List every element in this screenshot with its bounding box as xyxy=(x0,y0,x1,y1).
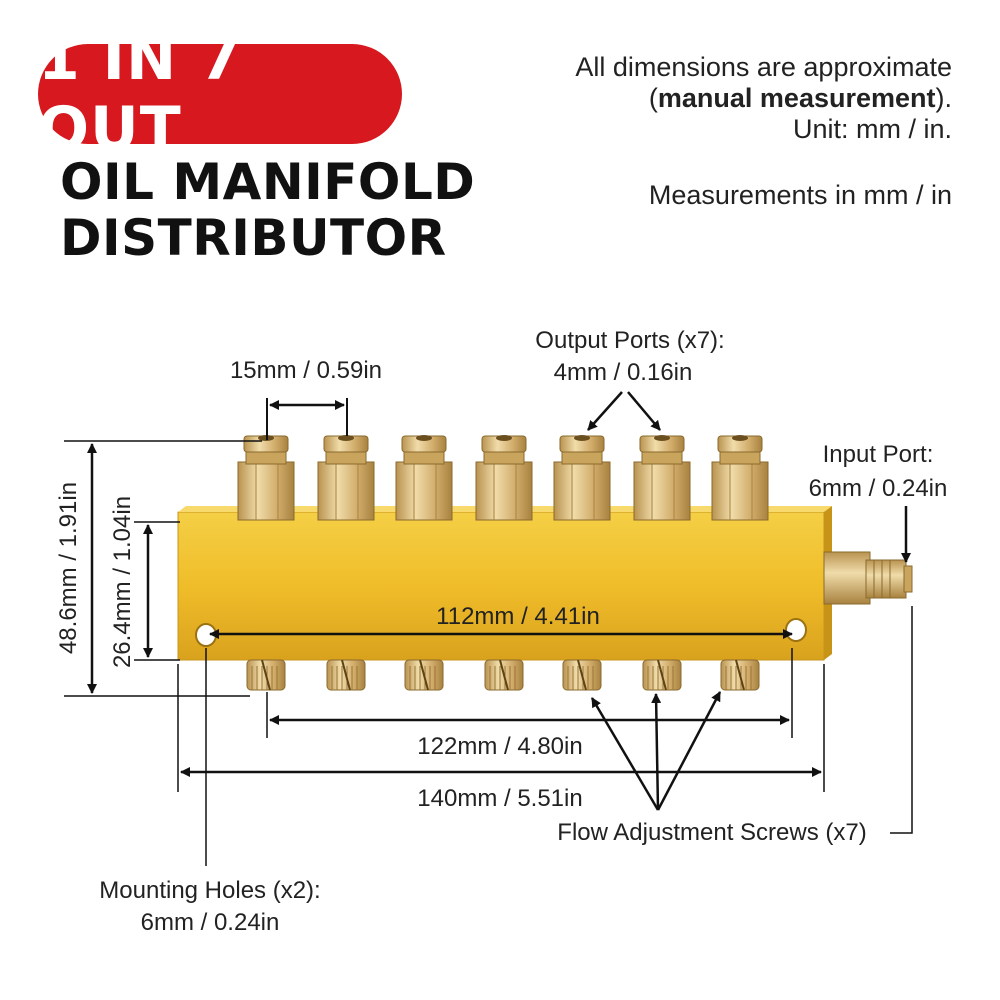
mounting-holes-size: 6mm / 0.24in xyxy=(141,909,280,936)
note-paren-open: ( xyxy=(648,83,658,113)
title-line-2: DISTRIBUTOR xyxy=(60,209,447,267)
mounting-holes-callout: Mounting Holes (x2): 6mm / 0.24in xyxy=(99,648,321,936)
output-port-fitting-2 xyxy=(317,435,375,521)
note-line-2: (manual measurement). xyxy=(575,83,952,114)
output-ports-callout: Output Ports (x7): 4mm / 0.16in xyxy=(535,327,725,431)
title-badge: 1 IN 7 OUT xyxy=(38,24,402,164)
input-port-fitting xyxy=(823,551,913,605)
flow-screw-5 xyxy=(562,659,602,691)
flow-screw-1 xyxy=(246,659,286,691)
note-line-1: All dimensions are approximate xyxy=(575,52,952,82)
mounting-holes-title: Mounting Holes (x2): xyxy=(99,877,320,904)
total-height-label: 48.6mm / 1.91in xyxy=(55,482,82,654)
flow-screw-2 xyxy=(326,659,366,691)
output-port-fitting-6 xyxy=(633,435,691,521)
total-length-label: 140mm / 5.51in xyxy=(417,785,582,812)
input-port-size: 6mm / 0.24in xyxy=(809,475,948,502)
note-paren-close: ). xyxy=(935,83,953,113)
input-port-callout: Input Port: 6mm / 0.24in xyxy=(809,441,948,563)
manifold-body xyxy=(177,506,832,661)
total-length-dimension: 140mm / 5.51in xyxy=(177,664,825,812)
port-spacing-label: 15mm / 0.59in xyxy=(230,357,382,384)
output-port-fitting-5 xyxy=(553,435,611,521)
badge-text: 1 IN 7 OUT xyxy=(38,24,242,164)
output-port-fitting-3 xyxy=(395,435,453,521)
flow-screws-callout: Flow Adjustment Screws (x7) xyxy=(557,606,913,846)
output-port-fitting-1 xyxy=(237,435,295,521)
measurement-note: Measurements in mm / in xyxy=(648,180,952,210)
output-ports-size: 4mm / 0.16in xyxy=(554,359,693,386)
dimension-note: All dimensions are approximate (manual m… xyxy=(575,52,952,145)
output-port-fitting-7 xyxy=(711,435,769,521)
hole-spacing-dimension: 112mm / 4.41in xyxy=(209,603,793,639)
mounting-hole-right xyxy=(785,618,807,642)
product-title: OIL MANIFOLD DISTRIBUTOR xyxy=(60,154,475,266)
hole-spacing-label: 112mm / 4.41in xyxy=(436,603,600,630)
flow-screw-7 xyxy=(720,659,760,691)
screw-span-dimension: 122mm / 4.80in xyxy=(266,648,793,760)
screw-span-label: 122mm / 4.80in xyxy=(417,733,582,760)
flow-screw-6 xyxy=(642,659,682,691)
input-port-title: Input Port: xyxy=(823,441,934,468)
note-bold: manual measurement xyxy=(657,83,936,113)
flow-screw-3 xyxy=(404,659,444,691)
note-line-3: Unit: mm / in. xyxy=(792,114,952,144)
flow-screws-label: Flow Adjustment Screws (x7) xyxy=(557,819,866,846)
output-port-fitting-4 xyxy=(475,435,533,521)
flow-screw-4 xyxy=(484,659,524,691)
title-line-1: OIL MANIFOLD xyxy=(60,153,476,211)
flow-adjustment-screws xyxy=(246,659,760,691)
body-height-label: 26.4mm / 1.04in xyxy=(109,496,136,668)
port-spacing-dimension: 15mm / 0.59in xyxy=(230,357,382,440)
body-height-dimension: 26.4mm / 1.04in xyxy=(109,496,180,668)
output-ports-title: Output Ports (x7): xyxy=(535,327,724,354)
output-port-fittings xyxy=(237,435,769,521)
total-height-dimension: 48.6mm / 1.91in xyxy=(55,440,262,697)
